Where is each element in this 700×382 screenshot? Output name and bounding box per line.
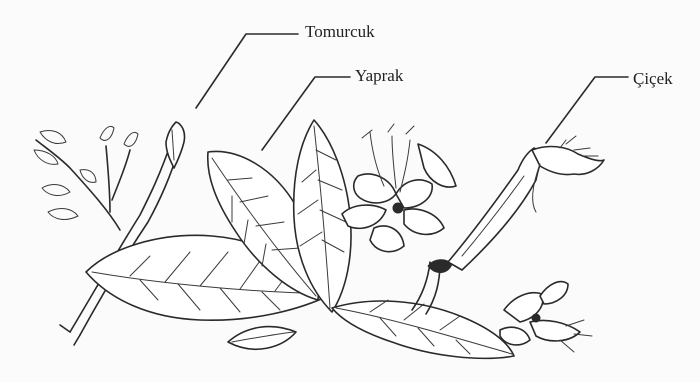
leaf-lower-right — [332, 300, 514, 358]
flower-cluster-center — [342, 124, 456, 252]
leader-line-flower — [546, 77, 628, 143]
label-flower: Çiçek — [633, 70, 673, 87]
leader-line-bud — [196, 34, 298, 108]
bud — [166, 122, 185, 168]
left-twig — [34, 126, 138, 230]
leaf-bottom-small — [228, 327, 296, 350]
label-leaf: Yaprak — [355, 67, 403, 84]
flower-lower-right — [500, 282, 592, 352]
flower-right — [448, 136, 604, 270]
label-bud: Tomurcuk — [305, 23, 375, 40]
